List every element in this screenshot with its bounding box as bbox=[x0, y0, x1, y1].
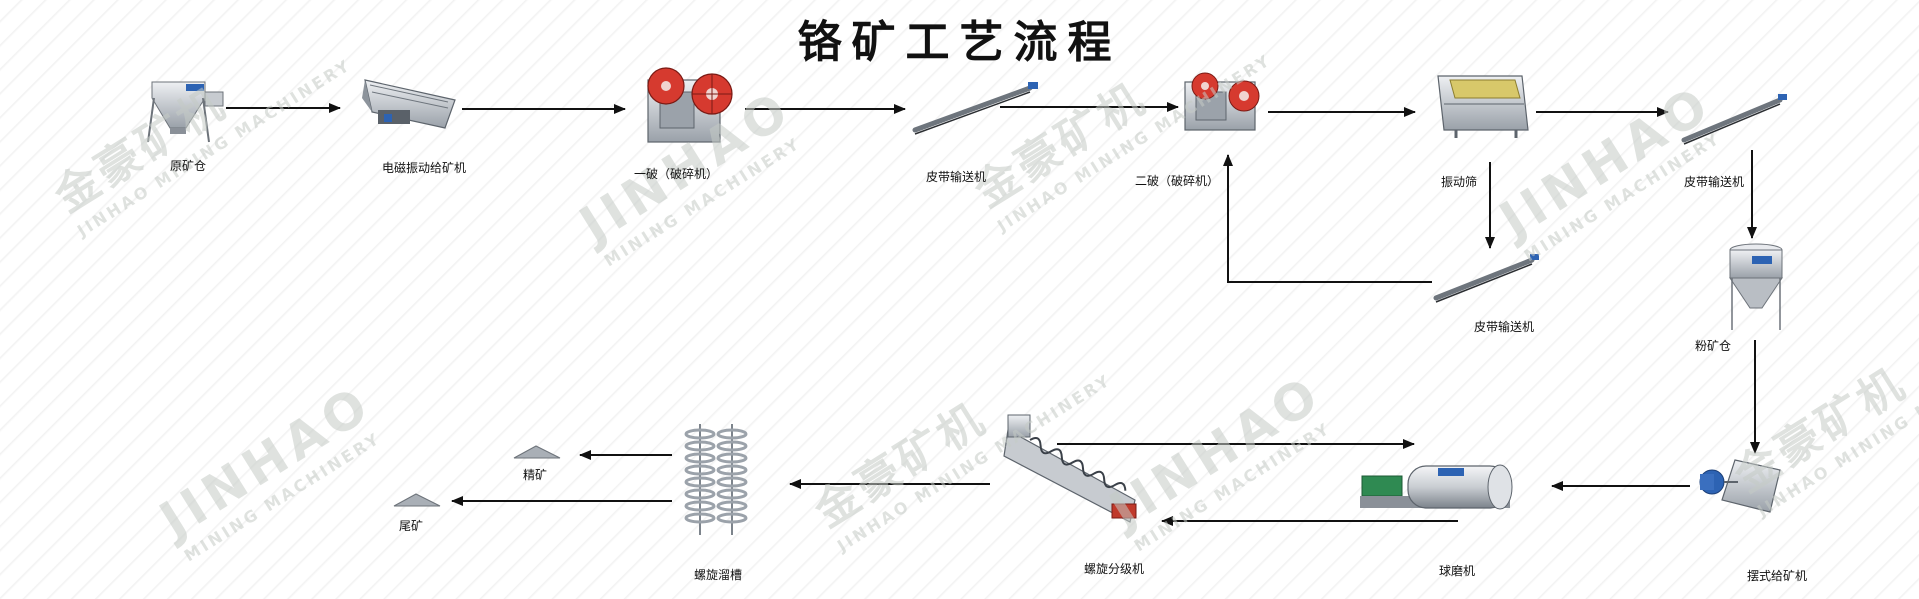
secondary-crusher-illustration bbox=[1184, 72, 1260, 131]
primary-crusher-illustration bbox=[647, 67, 733, 143]
swing-feeder-illustration bbox=[1699, 459, 1781, 513]
powder-ore-bin-illustration bbox=[1729, 243, 1783, 330]
belt-conveyor-1-illustration bbox=[912, 82, 1038, 135]
page-title: 铬矿工艺流程 bbox=[797, 17, 1122, 68]
label-swing-feeder: 摆式给矿机 bbox=[1746, 569, 1808, 583]
tailings-pile-icon bbox=[393, 493, 441, 507]
label-belt-conveyor-1: 皮带输送机 bbox=[925, 170, 987, 184]
label-ball-mill: 球磨机 bbox=[1438, 564, 1476, 578]
belt-conveyor-2-illustration bbox=[1433, 254, 1539, 303]
label-belt-conveyor-2: 皮带输送机 bbox=[1473, 320, 1535, 334]
arrow-belt2-return-to-crusher2 bbox=[1223, 154, 1432, 283]
label-tailings: 尾矿 bbox=[398, 519, 424, 533]
label-concentrate: 精矿 bbox=[522, 468, 548, 482]
flow-arrows bbox=[226, 102, 1760, 526]
label-vibrating-screen: 振动筛 bbox=[1440, 175, 1478, 189]
label-spiral-chute: 螺旋溜槽 bbox=[693, 568, 743, 582]
vibrating-feeder-illustration bbox=[362, 79, 456, 129]
vibrating-screen-illustration bbox=[1437, 75, 1529, 138]
raw-ore-bin-illustration bbox=[147, 81, 224, 143]
label-raw-ore-bin: 原矿仓 bbox=[169, 159, 207, 173]
spiral-classifier-illustration bbox=[1003, 414, 1137, 523]
spiral-chute-illustration bbox=[684, 424, 748, 535]
concentrate-pile-icon bbox=[513, 445, 561, 459]
label-spiral-classifier: 螺旋分级机 bbox=[1083, 562, 1145, 576]
label-secondary-crusher: 二破（破碎机） bbox=[1134, 174, 1220, 188]
label-belt-conveyor-3: 皮带输送机 bbox=[1683, 175, 1745, 189]
label-vibrating-feeder: 电磁振动给矿机 bbox=[381, 161, 467, 175]
ball-mill-illustration bbox=[1360, 464, 1513, 510]
label-powder-ore-bin: 粉矿仓 bbox=[1694, 339, 1732, 353]
label-primary-crusher: 一破（破碎机） bbox=[633, 167, 719, 181]
belt-conveyor-3-illustration bbox=[1681, 94, 1787, 145]
